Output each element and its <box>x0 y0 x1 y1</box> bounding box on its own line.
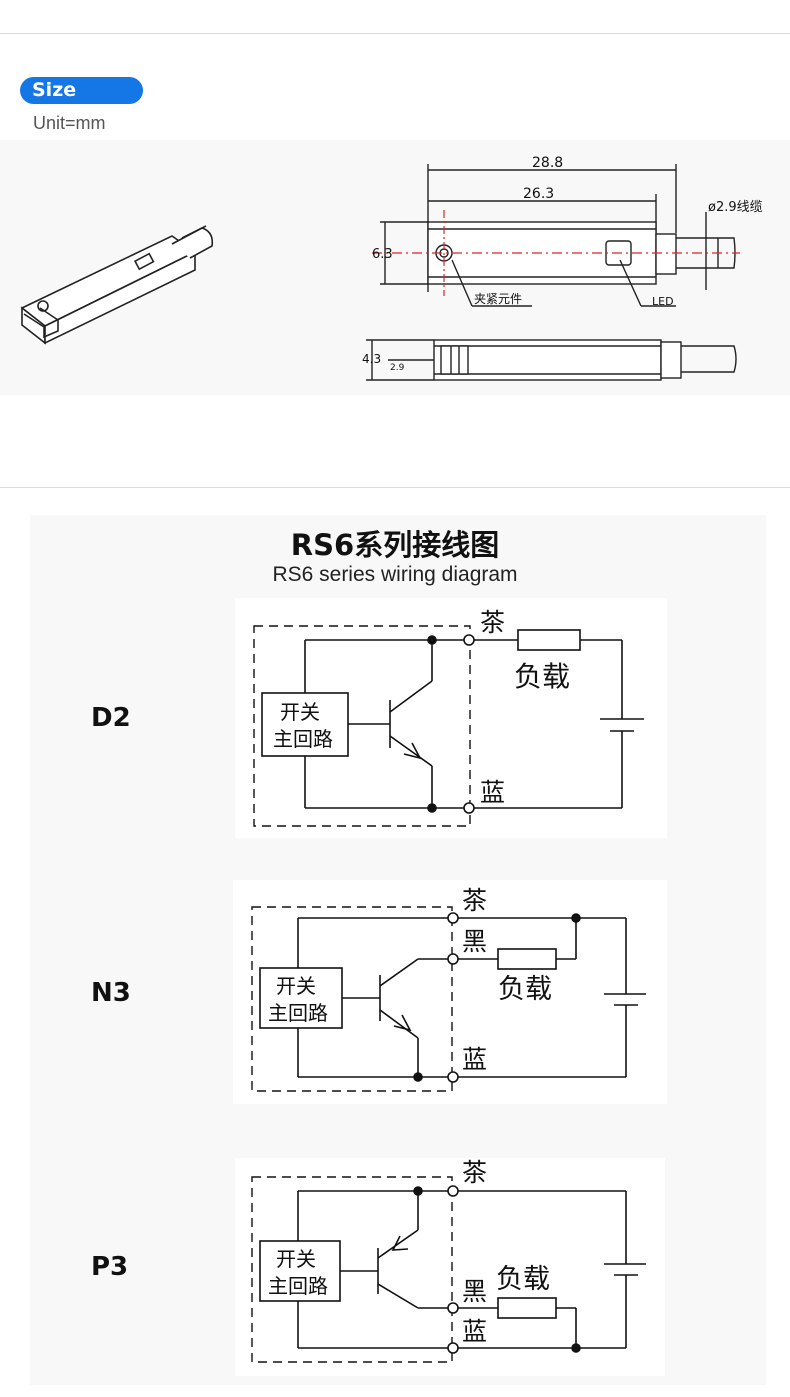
size-badge: Size <box>20 77 143 104</box>
p3-diagram <box>251 1176 646 1363</box>
model-n3-label: N3 <box>91 978 131 1008</box>
n3-black-label: 黑 <box>462 927 487 956</box>
d2-blue-label: 蓝 <box>480 778 505 807</box>
dim-overall-length: 28.8 <box>532 155 563 171</box>
sensor-3d-illustration <box>20 225 214 345</box>
dimension-drawing: 28.8 26.3 6.3 ø2.9线缆 夹紧元件 LED 4.3 2.9 <box>20 155 763 381</box>
unit-label: Unit=mm <box>33 113 106 133</box>
dim-cable: ø2.9线缆 <box>708 199 763 215</box>
p3-load-label: 负载 <box>496 1264 550 1295</box>
d2-labels: 开关 主回路 茶 蓝 负载 <box>273 608 570 807</box>
section-divider <box>0 487 790 488</box>
n3-diagram <box>251 906 646 1092</box>
wiring-title-en: RS6 series wiring diagram <box>272 563 518 586</box>
model-d2-label: D2 <box>91 703 131 733</box>
p3-switch-line2: 主回路 <box>268 1274 328 1298</box>
led-label: LED <box>652 295 674 308</box>
n3-labels: 开关 主回路 茶 黑 蓝 负载 <box>268 886 552 1074</box>
n3-blue-label: 蓝 <box>462 1045 487 1074</box>
n3-brown-label: 茶 <box>462 886 487 915</box>
n3-switch-line2: 主回路 <box>268 1001 328 1025</box>
d2-switch-line2: 主回路 <box>273 727 333 751</box>
model-p3-label: P3 <box>91 1252 129 1282</box>
dim-height: 6.3 <box>372 247 393 262</box>
p3-black-label: 黑 <box>462 1277 487 1306</box>
dim-body-length: 26.3 <box>523 186 554 202</box>
dim-step: 2.9 <box>390 363 405 373</box>
clamp-label: 夹紧元件 <box>474 292 522 306</box>
p3-blue-label: 蓝 <box>462 1317 487 1346</box>
dim-thickness: 4.3 <box>362 352 381 366</box>
top-divider <box>0 33 790 34</box>
p3-labels: 开关 主回路 茶 黑 蓝 负载 <box>268 1158 550 1346</box>
n3-switch-line1: 开关 <box>276 974 316 998</box>
side-view <box>366 339 737 381</box>
p3-brown-label: 茶 <box>462 1158 487 1187</box>
d2-brown-label: 茶 <box>480 608 505 637</box>
d2-diagram <box>253 625 644 827</box>
d2-load-label: 负载 <box>514 660 570 693</box>
wiring-title-cn: RS6系列接线图 <box>290 528 500 562</box>
d2-switch-line1: 开关 <box>280 700 320 724</box>
n3-load-label: 负载 <box>498 974 552 1005</box>
p3-switch-line1: 开关 <box>276 1247 316 1271</box>
